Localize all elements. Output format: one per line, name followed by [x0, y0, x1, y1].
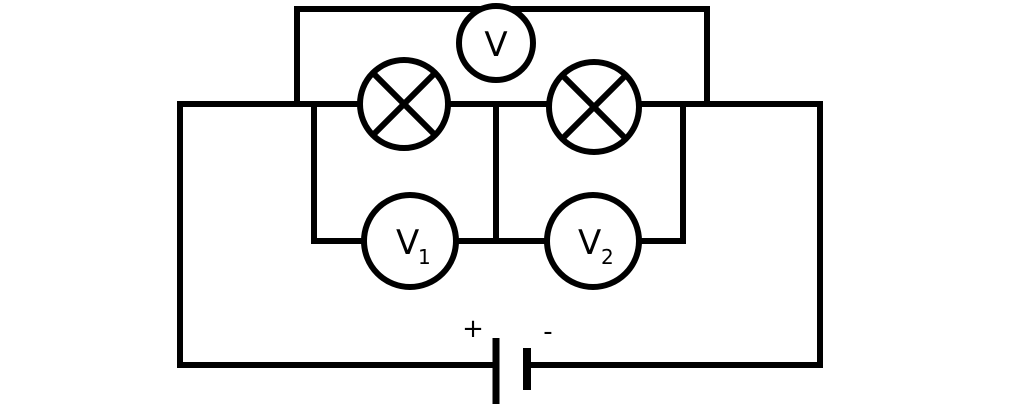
v2-branch-wire: [636, 101, 686, 244]
voltmeter-top: V: [456, 3, 536, 83]
left-loop-wire: [177, 101, 499, 368]
voltmeter-top-label: V: [484, 25, 507, 65]
voltmeter-1-subscript: 1: [418, 245, 431, 269]
voltmeter-1: V 1: [361, 192, 459, 290]
battery-positive-label: +: [462, 314, 484, 344]
battery: + -: [462, 314, 553, 404]
voltmeter-2: V 2: [544, 192, 642, 290]
voltmeter-1-symbol: V: [396, 223, 419, 263]
lamp-2: [546, 59, 642, 155]
voltmeter-2-symbol: V: [578, 223, 601, 263]
right-loop-wire: [524, 101, 823, 368]
lamp-1: [357, 57, 451, 151]
voltmeter-2-subscript: 2: [601, 245, 614, 269]
v1-branch-wire: [311, 101, 367, 244]
battery-negative-label: -: [543, 317, 552, 347]
